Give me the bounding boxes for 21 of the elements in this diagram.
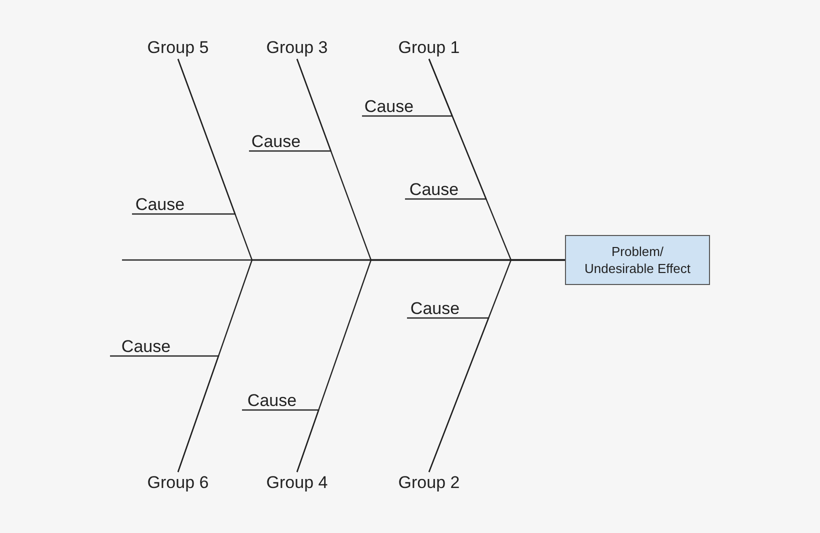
cause-label: Cause <box>405 181 463 199</box>
cause-label: Cause <box>407 300 463 318</box>
category-label: Group 5 <box>138 37 218 59</box>
cause-label: Cause <box>110 338 182 356</box>
category-label: Group 3 <box>257 37 337 59</box>
cause-line <box>242 409 320 472</box>
cause-line <box>405 58 487 200</box>
effect-box: Problem/ Undesirable Effect <box>565 235 710 285</box>
cause-label: Cause <box>242 392 302 410</box>
category-label: Group 6 <box>138 472 218 494</box>
cause-label: Cause <box>132 196 188 214</box>
cause-line <box>110 355 220 472</box>
category-label: Group 4 <box>257 472 337 494</box>
bone-line <box>122 259 565 261</box>
cause-line <box>249 58 332 152</box>
cause-label: Cause <box>249 133 303 151</box>
category-label: Group 2 <box>389 472 469 494</box>
cause-line <box>132 58 236 215</box>
category-label: Group 1 <box>389 37 469 59</box>
cause-line <box>407 317 490 472</box>
cause-label: Cause <box>362 98 416 116</box>
